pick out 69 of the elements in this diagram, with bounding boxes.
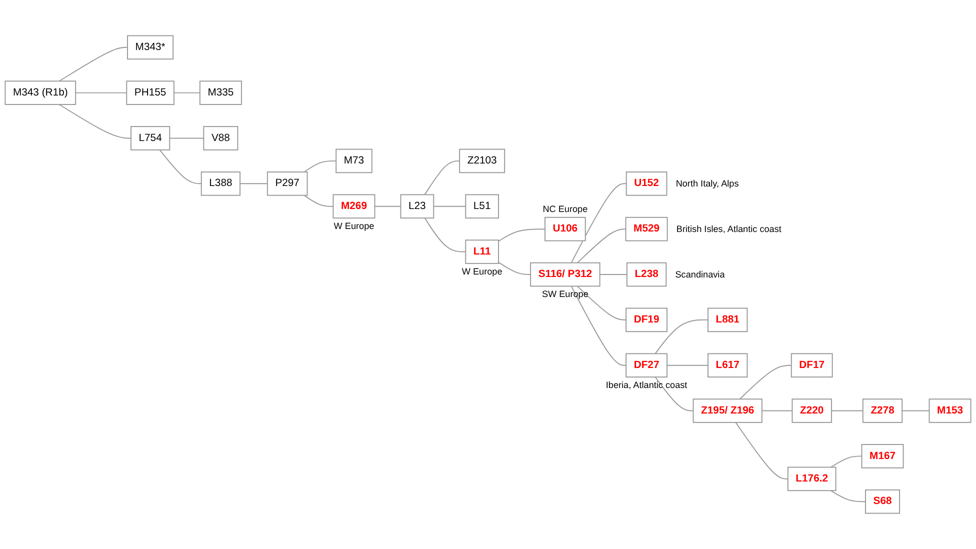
node-label: W Europe: [462, 266, 502, 276]
connector: [735, 422, 788, 480]
node-box: L754: [130, 126, 170, 150]
node-box: L23: [400, 194, 434, 219]
node-box: M529: [625, 216, 668, 242]
connector: [159, 149, 202, 184]
connector: [830, 410, 864, 412]
node-label: W Europe: [334, 220, 374, 232]
connector: [666, 364, 708, 366]
node-label: North Italy, Alps: [676, 178, 739, 189]
node-box: S116/ P312: [530, 262, 600, 287]
node-box: L881: [708, 308, 748, 332]
node-box: U106: [544, 216, 586, 242]
node-box: V88: [203, 126, 238, 150]
node-box: Z278: [862, 398, 903, 423]
connector: [304, 194, 334, 207]
connector: [240, 183, 268, 184]
connector: [902, 410, 930, 412]
node-box: M343*: [127, 35, 174, 60]
node-label: Iberia, Atlantic coast: [606, 380, 688, 390]
connector: [304, 160, 337, 172]
node-box: L176.2: [787, 466, 836, 492]
connector: [173, 92, 200, 94]
node-box: M343 (R1b): [4, 80, 76, 105]
node-box: DF27: [626, 353, 668, 378]
connector: [570, 286, 627, 366]
connector: [570, 183, 627, 264]
node-box: M73: [336, 148, 372, 174]
node-box: L238: [626, 262, 667, 287]
connector: [424, 218, 466, 252]
connector: [576, 286, 627, 320]
connector: [654, 376, 694, 412]
node-box: DF17: [790, 353, 833, 378]
node-box: Z2103: [459, 148, 506, 174]
connector: [761, 410, 793, 412]
connector: [374, 206, 402, 207]
node-box: M167: [861, 444, 904, 468]
connector: [498, 262, 532, 275]
node-label: Scandinavia: [675, 268, 725, 280]
connector: [58, 104, 132, 139]
node-box: L388: [200, 171, 241, 196]
node-box: Z220: [792, 398, 832, 423]
node-box: PH155: [126, 80, 174, 105]
connector: [169, 138, 204, 139]
connector: [75, 92, 128, 94]
node-label: British Isles, Atlantic coast: [676, 224, 782, 234]
connector: [739, 364, 792, 400]
node-box: L51: [465, 194, 500, 219]
node-box: M153: [928, 398, 972, 423]
node-box: DF19: [626, 308, 668, 332]
connector: [830, 490, 866, 502]
connector: [654, 319, 708, 354]
node-label: NC Europe: [542, 204, 588, 214]
connector: [830, 456, 862, 468]
node-box: S68: [865, 489, 900, 514]
node-box: M269: [332, 194, 376, 219]
node-box: P297: [266, 171, 308, 196]
node-label: SW Europe: [542, 288, 588, 300]
node-box: L617: [708, 353, 748, 378]
connector: [58, 46, 128, 82]
node-box: L11: [465, 240, 499, 264]
connector: [576, 228, 626, 264]
node-box: U152: [626, 171, 668, 196]
connector: [433, 206, 466, 207]
connector: [599, 274, 628, 275]
node-box: M335: [199, 80, 242, 105]
node-box: Z195/ Z196: [692, 398, 762, 423]
connector: [498, 228, 546, 242]
connector: [424, 160, 460, 196]
